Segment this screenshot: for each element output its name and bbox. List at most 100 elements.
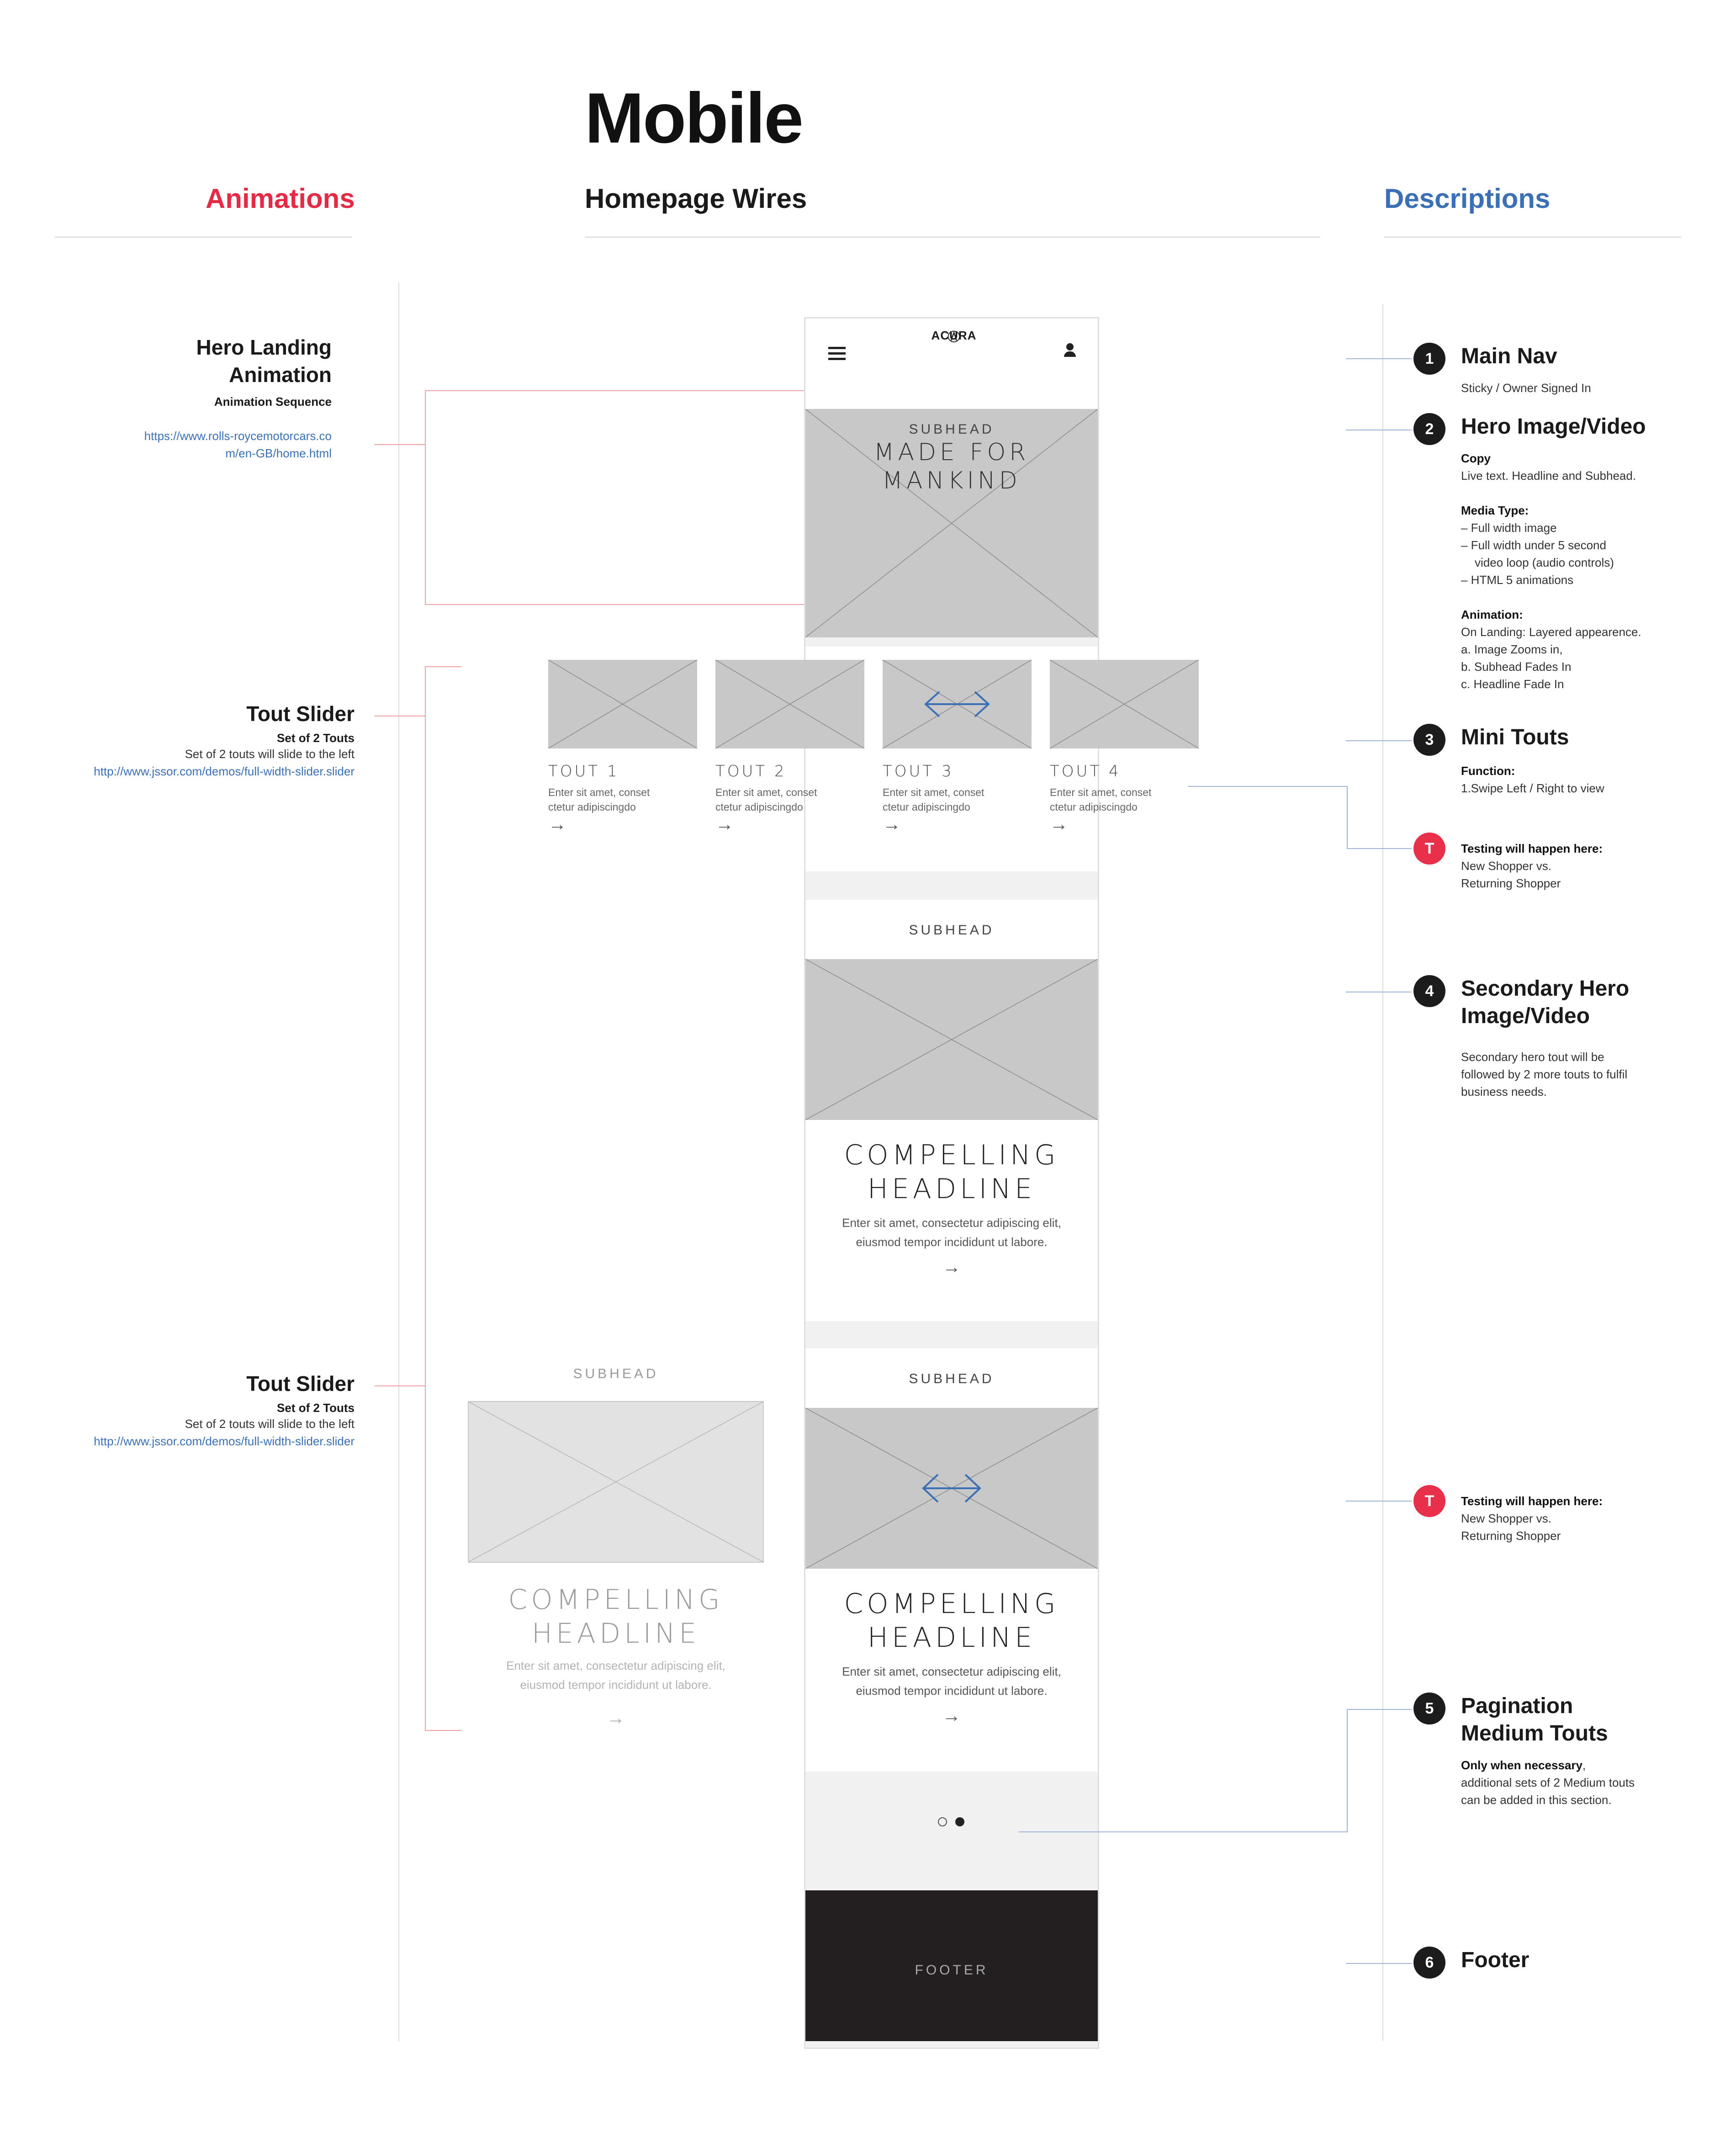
hero-animation-link-line2[interactable]: m/en-GB/home.html bbox=[225, 446, 332, 460]
mini-touts-connector bbox=[1346, 740, 1412, 741]
ghost-placeholder-cross bbox=[469, 1402, 763, 1562]
hero-media-2a: – Full width under 5 second bbox=[1461, 538, 1606, 552]
pagination-connector-h1 bbox=[1019, 1831, 1348, 1832]
hero-desc-body: Copy Live text. Headline and Subhead. Me… bbox=[1461, 450, 1717, 693]
badge-1: 1 bbox=[1413, 343, 1445, 375]
mini-tout-1-image bbox=[548, 660, 697, 748]
testing-2-line2: Returning Shopper bbox=[1461, 1529, 1561, 1543]
main-nav-desc-title: Main Nav bbox=[1461, 344, 1557, 368]
secondary-desc-line2: followed by 2 more touts to fulfil bbox=[1461, 1067, 1628, 1081]
testing-badge-2: T bbox=[1413, 1485, 1445, 1517]
hero-anim-1: On Landing: Layered appearence. bbox=[1461, 625, 1641, 639]
tout-slider-1-title: Tout Slider bbox=[246, 702, 355, 726]
mini-tout-2-arrow-icon[interactable]: → bbox=[715, 814, 734, 834]
hero-animation-link-line1[interactable]: https://www.rolls-roycemotorcars.co bbox=[144, 429, 332, 443]
descriptions-header-rule bbox=[1384, 237, 1681, 238]
main-nav: ACURA bbox=[805, 318, 1098, 409]
ghost-subhead: SUBHEAD bbox=[573, 1366, 659, 1381]
secondary-body-line2: eiusmod tempor incididunt ut labore. bbox=[856, 1235, 1048, 1249]
ghost-arrow-icon: → bbox=[607, 1708, 625, 1728]
medium-headline-line1: COMPELLING bbox=[844, 1588, 1059, 1620]
pagination-desc-line1: , bbox=[1582, 1758, 1586, 1772]
swipe-arrows-icon bbox=[922, 1474, 981, 1503]
hero-anim-3: b. Subhead Fades In bbox=[1461, 660, 1572, 674]
mini-tout-4-image bbox=[1050, 660, 1199, 748]
ghost-image-placeholder bbox=[468, 1401, 764, 1563]
badge-2: 2 bbox=[1413, 413, 1445, 445]
pagination-desc-title-line1: Pagination bbox=[1461, 1694, 1573, 1718]
medium-image-placeholder bbox=[805, 1408, 1098, 1569]
pagination-dot-2[interactable] bbox=[955, 1817, 964, 1826]
hero-anim-bracket-top bbox=[425, 390, 857, 391]
hero-headline-line1: MADE FOR bbox=[873, 439, 1030, 466]
pagination-desc-title-line2: Medium Touts bbox=[1461, 1721, 1608, 1746]
tout-slider-2-link[interactable]: http://www.jssor.com/demos/full-width-sl… bbox=[94, 1434, 355, 1448]
mini-tout-3-body-line2: ctetur adipiscingdo bbox=[883, 801, 970, 813]
tout-slider-2-connector bbox=[375, 1385, 426, 1386]
mini-touts-testing-connector-h2 bbox=[1347, 848, 1412, 849]
hero-image-placeholder: SUBHEAD MADE FOR MANKIND bbox=[805, 409, 1098, 637]
mini-touts-slider[interactable]: TOUT 1 Enter sit amet, conset ctetur adip… bbox=[548, 660, 1206, 852]
testing-2-line1: New Shopper vs. bbox=[1461, 1512, 1551, 1525]
tout-slider-bracket-top bbox=[425, 666, 461, 667]
testing-1-desc: Testing will happen here: New Shopper vs… bbox=[1461, 840, 1603, 892]
hero-anim-connector-h bbox=[375, 444, 426, 445]
tout-slider-1-link[interactable]: http://www.jssor.com/demos/full-width-sl… bbox=[94, 764, 355, 778]
testing-2-desc: Testing will happen here: New Shopper vs… bbox=[1461, 1492, 1603, 1544]
testing-1-title: Testing will happen here: bbox=[1461, 842, 1603, 855]
hero-media-label: Media Type: bbox=[1461, 504, 1529, 517]
secondary-image-placeholder bbox=[805, 959, 1098, 1120]
pagination-dot-1[interactable] bbox=[938, 1817, 947, 1826]
secondary-text-block: COMPELLING HEADLINE Enter sit amet, cons… bbox=[805, 1120, 1098, 1321]
hero-anim-2: a. Image Zooms in, bbox=[1461, 642, 1563, 656]
badge-6: 6 bbox=[1413, 1947, 1445, 1979]
descriptions-column-header: Descriptions bbox=[1384, 183, 1551, 214]
secondary-desc-line1: Secondary hero tout will be bbox=[1461, 1050, 1604, 1064]
footer-connector bbox=[1346, 1963, 1412, 1964]
ghost-headline-line2: HEADLINE bbox=[531, 1618, 700, 1650]
medium-subhead: SUBHEAD bbox=[909, 1371, 995, 1386]
badge-3: 3 bbox=[1413, 724, 1445, 756]
mini-tout-1-label: TOUT 1 bbox=[548, 762, 619, 780]
badge-4: 4 bbox=[1413, 975, 1445, 1007]
secondary-subhead-block: SUBHEAD bbox=[805, 900, 1098, 959]
ghost-body-line2: eiusmod tempor incididunt ut labore. bbox=[520, 1678, 712, 1692]
medium-arrow-icon[interactable]: → bbox=[942, 1706, 961, 1726]
mini-tout-3-image bbox=[883, 660, 1032, 748]
tout-slider-bracket-v bbox=[425, 666, 426, 1731]
hamburger-icon[interactable] bbox=[828, 347, 846, 360]
pagination-connector-h2 bbox=[1347, 1709, 1412, 1710]
right-column-divider bbox=[1382, 304, 1383, 2041]
mini-tout-2-label: TOUT 2 bbox=[715, 762, 787, 780]
ghost-body-line1: Enter sit amet, consectetur adipiscing e… bbox=[506, 1659, 725, 1672]
main-nav-desc-body: Sticky / Owner Signed In bbox=[1461, 381, 1591, 395]
animations-column-header: Animations bbox=[206, 183, 355, 214]
secondary-headline-line2: HEADLINE bbox=[867, 1173, 1036, 1205]
secondary-headline-line1: COMPELLING bbox=[844, 1139, 1059, 1171]
acura-logo[interactable]: ACURA bbox=[924, 329, 984, 343]
footer: FOOTER bbox=[805, 1890, 1098, 2041]
hero-anim-bracket-bottom bbox=[425, 604, 857, 605]
tout-slider-bracket-bottom bbox=[425, 1730, 461, 1731]
mini-tout-1-body-line1: Enter sit amet, conset bbox=[548, 786, 650, 798]
acura-logo-icon bbox=[947, 330, 960, 343]
mini-tout-2-image bbox=[715, 660, 864, 748]
mini-tout-2-body-line1: Enter sit amet, conset bbox=[715, 786, 817, 798]
mini-tout-4-arrow-icon[interactable]: → bbox=[1050, 814, 1068, 834]
pagination-desc-bold: Only when necessary bbox=[1461, 1758, 1583, 1772]
user-icon[interactable] bbox=[1064, 343, 1076, 357]
hero-media-3: – HTML 5 animations bbox=[1461, 573, 1574, 587]
animations-header-rule bbox=[55, 237, 352, 238]
mini-touts-testing-connector-h1 bbox=[1188, 786, 1348, 787]
mini-tout-3-arrow-icon[interactable]: → bbox=[883, 814, 901, 834]
hero-anim-4: c. Headline Fade In bbox=[1461, 677, 1564, 691]
mini-touts-desc-body: Function: 1.Swipe Left / Right to view bbox=[1461, 762, 1604, 797]
secondary-arrow-icon[interactable]: → bbox=[942, 1257, 961, 1277]
mini-tout-1-arrow-icon[interactable]: → bbox=[548, 814, 566, 834]
